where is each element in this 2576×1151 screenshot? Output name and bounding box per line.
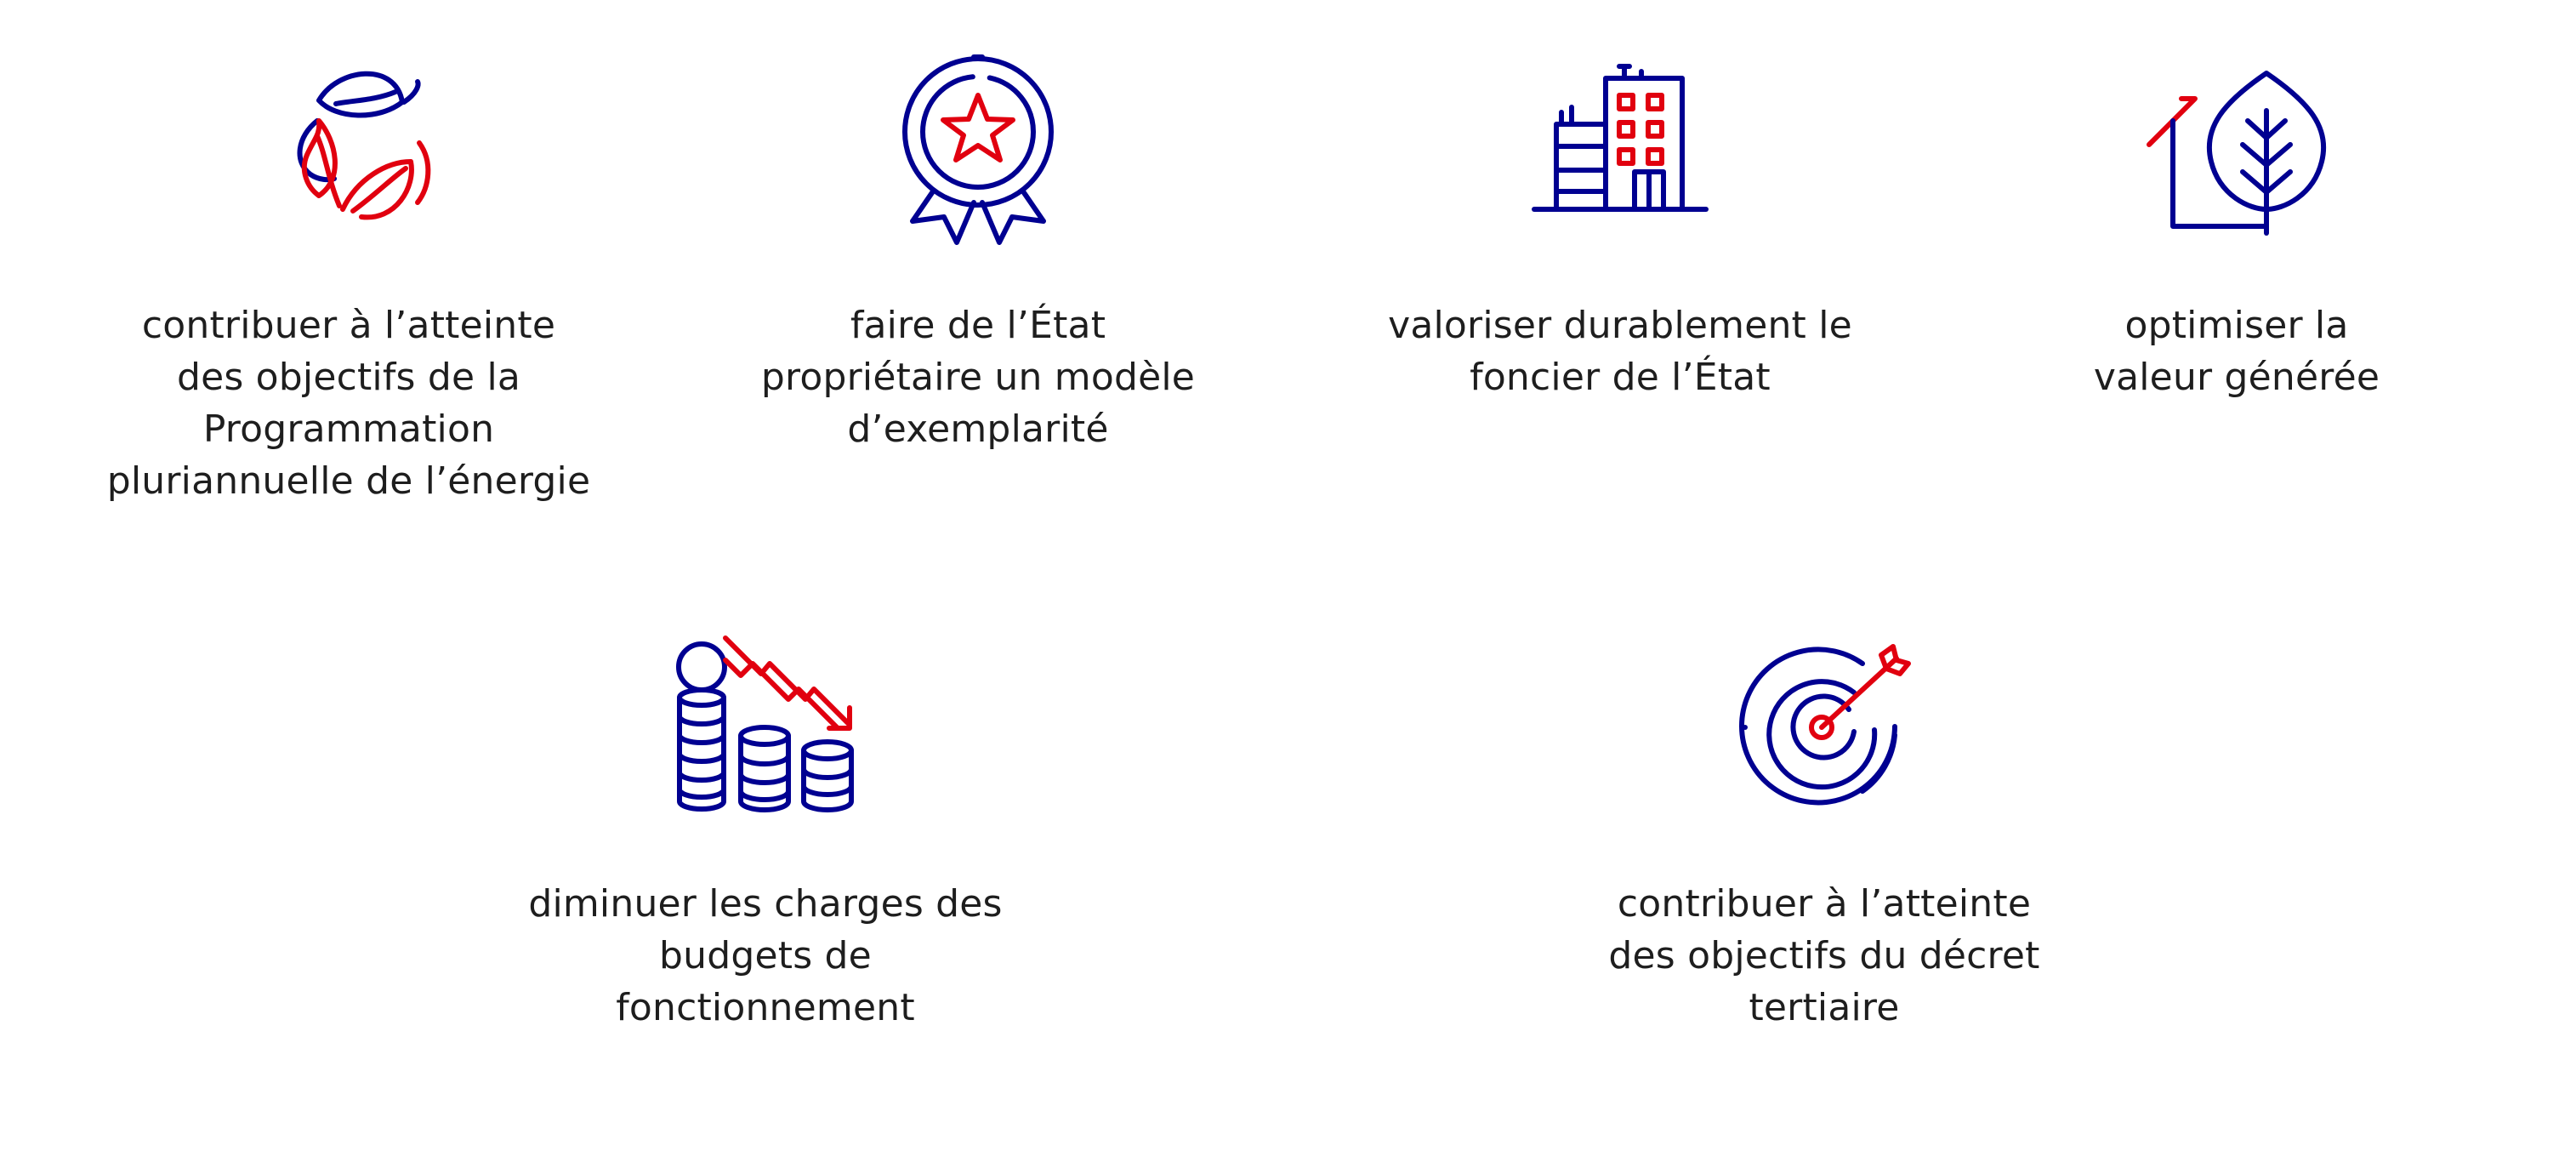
caption-line: diminuer les charges des bbox=[528, 882, 1003, 926]
caption-line: pluriannuelle de l’énergie bbox=[106, 459, 591, 503]
caption-line: contribuer à l’atteinte bbox=[1617, 882, 2032, 926]
objective-item-state-exemplarity: faire de l’État propriétaire un modèle d… bbox=[680, 54, 1276, 455]
objective-caption: optimiser la valeur générée bbox=[2094, 299, 2380, 403]
caption-line: des objectifs de la bbox=[176, 356, 521, 399]
coins-decrease-icon bbox=[676, 635, 855, 817]
caption-line: foncier de l’État bbox=[1470, 356, 1771, 399]
house-leaf-icon bbox=[2147, 60, 2327, 238]
objective-caption: faire de l’État propriétaire un modèle d… bbox=[761, 299, 1195, 455]
caption-line: valeur générée bbox=[2093, 356, 2380, 399]
objective-item-energy-programming: contribuer à l’atteinte des objectifs de… bbox=[51, 60, 646, 507]
caption-line: contribuer à l’atteinte bbox=[141, 304, 556, 347]
caption-line: faire de l’État bbox=[850, 304, 1106, 347]
caption-line: fonctionnement bbox=[616, 986, 915, 1029]
target-arrow-icon bbox=[1735, 638, 1914, 817]
caption-line: tertiaire bbox=[1749, 986, 1900, 1029]
caption-line: d’exemplarité bbox=[847, 407, 1109, 451]
caption-line: propriétaire un modèle bbox=[760, 356, 1196, 399]
caption-line: Programmation bbox=[202, 407, 495, 451]
objective-item-operating-costs: diminuer les charges des budgets de fonc… bbox=[468, 635, 1063, 1034]
objective-item-value-optimization: optimiser la valeur générée bbox=[1939, 60, 2534, 403]
objective-caption: diminuer les charges des budgets de fonc… bbox=[528, 878, 1002, 1034]
caption-line: des objectifs du décret bbox=[1608, 934, 2040, 977]
objective-item-land-valuation: valoriser durablement le foncier de l’Ét… bbox=[1322, 60, 1918, 403]
caption-line: valoriser durablement le bbox=[1388, 304, 1852, 347]
caption-line: optimiser la bbox=[2124, 304, 2349, 347]
objective-caption: contribuer à l’atteinte des objectifs du… bbox=[1608, 878, 2039, 1034]
recycle-leaves-icon bbox=[259, 60, 438, 238]
award-medal-icon bbox=[889, 54, 1067, 245]
objective-caption: valoriser durablement le foncier de l’Ét… bbox=[1388, 299, 1852, 403]
buildings-icon bbox=[1531, 60, 1709, 238]
caption-line: budgets de bbox=[659, 934, 872, 977]
objective-caption: contribuer à l’atteinte des objectifs de… bbox=[107, 299, 591, 507]
objective-item-tertiary-decree: contribuer à l’atteinte des objectifs du… bbox=[1527, 638, 2122, 1034]
